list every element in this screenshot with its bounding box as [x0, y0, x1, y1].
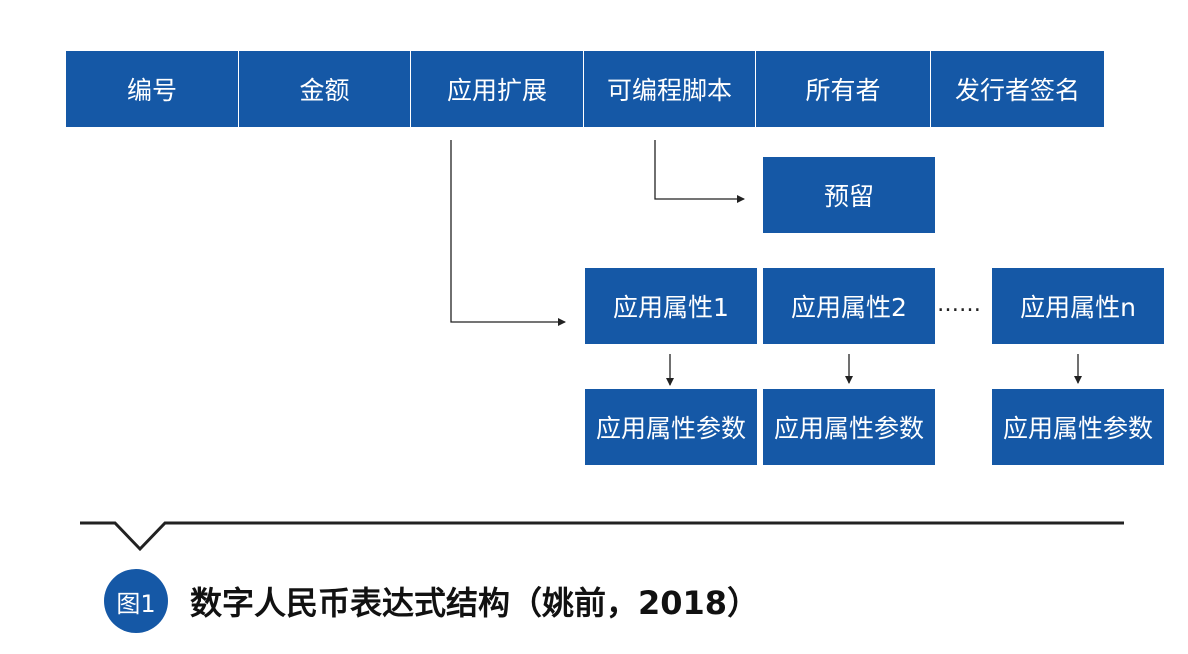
reserved-box: 预留	[763, 157, 935, 233]
caption-divider	[80, 521, 1124, 552]
figure-badge: 图1	[104, 569, 168, 633]
ellipsis: ……	[937, 292, 981, 317]
script-to-reserved-arrow	[654, 140, 745, 203]
param-box-n: 应用属性参数	[992, 389, 1164, 465]
extension-to-attributes-arrow	[450, 140, 566, 326]
attribute-box-2: 应用属性2	[763, 268, 935, 344]
attribute-box-n: 应用属性n	[992, 268, 1164, 344]
field-app-extension: 应用扩展	[410, 51, 583, 127]
field-issuer-signature: 发行者签名	[930, 51, 1104, 127]
field-id: 编号	[66, 51, 238, 127]
attribute-box-1: 应用属性1	[585, 268, 757, 344]
field-amount: 金额	[238, 51, 410, 127]
field-script: 可编程脚本	[583, 51, 755, 127]
figure-caption: 数字人民币表达式结构（姚前，2018）	[190, 584, 760, 622]
field-owner: 所有者	[755, 51, 930, 127]
param-box-1: 应用属性参数	[585, 389, 757, 465]
param-box-2: 应用属性参数	[763, 389, 935, 465]
